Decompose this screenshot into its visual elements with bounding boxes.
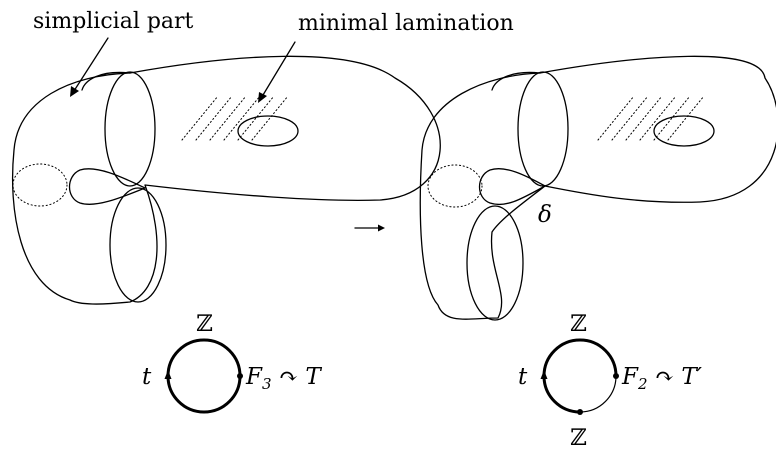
arrowhead-lamination: [258, 92, 267, 103]
right-graph-vertex-bottom: [577, 409, 583, 415]
right-graph: ℤ ℤ t F2 ↷ T′: [518, 311, 703, 451]
left-upper-disc: [104, 71, 156, 187]
right-graph-action: F2 ↷ T′: [621, 364, 703, 393]
right-inner-contour: [491, 71, 541, 91]
right-lamination-hatch: [597, 95, 705, 141]
arrowhead-simplicial: [70, 86, 79, 97]
right-graph-orientation-arrow: [540, 370, 548, 379]
right-graph-thin-arc: [579, 375, 617, 413]
label-minimal-lamination: minimal lamination: [298, 11, 514, 36]
left-surface: [11, 55, 441, 305]
right-teardrop: [478, 168, 546, 206]
right-upper-disc: [517, 71, 569, 187]
right-graph-vertex-right: [613, 373, 619, 379]
left-teardrop: [68, 168, 146, 205]
left-graph-action: F3 ↷ T: [245, 364, 322, 393]
arrow-simplicial: [71, 37, 109, 95]
right-surface-outline: [419, 55, 776, 320]
label-simplicial-part: simplicial part: [33, 9, 194, 34]
left-graph-loop-label: t: [142, 364, 152, 390]
left-graph: ℤ t F3 ↷ T: [142, 311, 322, 414]
right-graph-top-vertex: ℤ: [570, 311, 587, 337]
label-delta: δ: [538, 202, 552, 228]
transition-arrow: [354, 224, 385, 232]
left-graph-vertex: [237, 373, 243, 379]
left-lamination-hatch: [181, 95, 289, 141]
right-graph-thick-arc: [542, 338, 618, 414]
left-surface-outline: [11, 55, 441, 305]
left-inner-contour: [81, 71, 131, 91]
left-dotted-curve: [12, 163, 68, 207]
left-hole: [237, 115, 299, 147]
right-hole: [653, 115, 715, 147]
annotations: simplicial part minimal lamination: [33, 9, 514, 103]
left-graph-top-vertex: ℤ: [196, 311, 213, 337]
arrow-lamination: [259, 41, 296, 101]
left-lower-disc: [109, 187, 167, 303]
right-graph-loop-label: t: [518, 364, 528, 390]
left-graph-loop: [166, 338, 242, 414]
right-lower-disc: [466, 205, 524, 321]
left-graph-orientation-arrow: [164, 370, 172, 379]
right-surface: δ: [419, 55, 776, 321]
right-graph-bottom-vertex: ℤ: [570, 425, 587, 451]
right-dotted-curve: [427, 164, 483, 208]
